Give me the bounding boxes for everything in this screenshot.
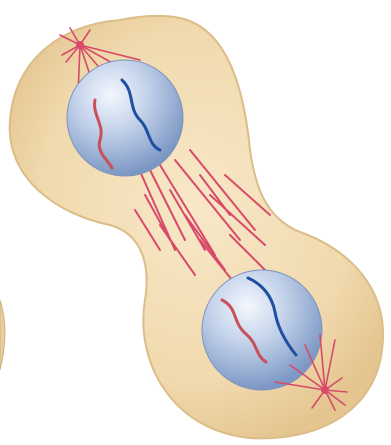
nucleus-top	[67, 60, 183, 176]
cytoplasm	[10, 16, 383, 439]
neighbor-cell-edge	[0, 300, 5, 370]
